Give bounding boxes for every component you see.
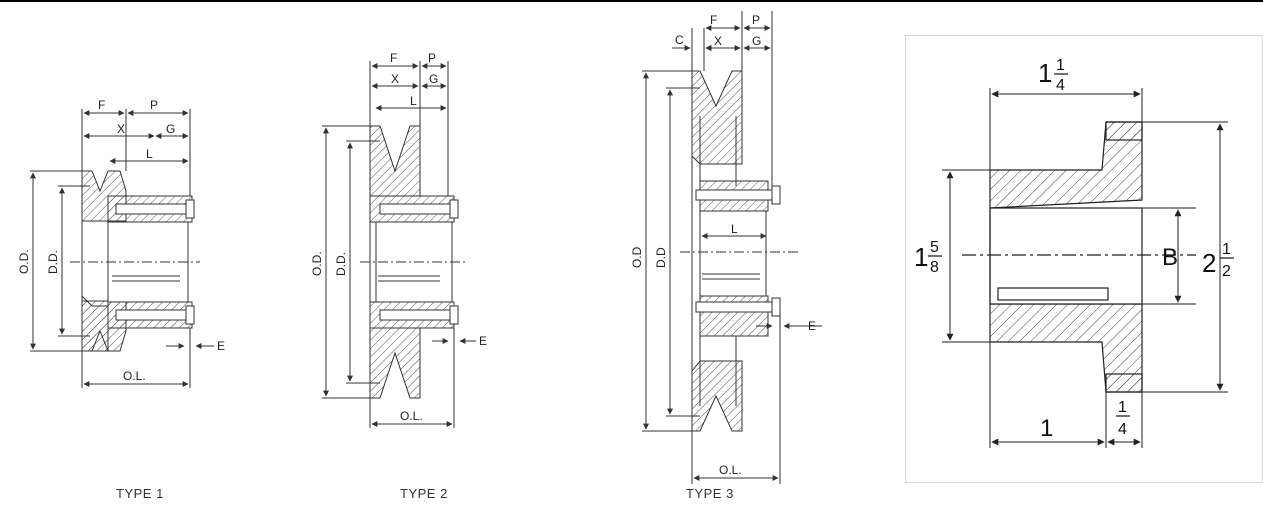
bushing-labels: 1 1 4 1 5 8 B 2 1 2 1 1 4 [914, 57, 1234, 442]
top-width-numerator: 1 [1056, 57, 1065, 74]
type3-drawing [642, 11, 822, 484]
type2-label-g: G [429, 72, 438, 86]
type1-label-dd: D.D. [46, 250, 60, 274]
type2-label-p: P [428, 51, 436, 65]
type2-label-ol: O.L. [400, 409, 423, 423]
type1-label-l: L [146, 147, 153, 161]
type1-label-g: G [166, 122, 175, 136]
flange-diameter-denominator: 2 [1222, 263, 1231, 280]
type1-label-e: E [217, 339, 225, 353]
pulley-types-drawing: F P X G L E O.L. O.D. D.D. [17, 11, 822, 484]
type3-label-ol: O.L. [719, 463, 742, 477]
type2-labels: F P X G L E O.L. O.D. D.D. [310, 51, 487, 423]
hub-diameter-denominator: 8 [930, 259, 939, 276]
type2-label-dd: D.D. [334, 252, 348, 276]
bushing-section-drawing: 1 1 4 1 5 8 B 2 1 2 1 1 4 [914, 57, 1234, 448]
type3-label-l: L [731, 222, 738, 236]
type3-label-p: P [752, 13, 760, 27]
hub-length-label: 1 [1040, 415, 1053, 442]
type3-label-e: E [808, 319, 816, 333]
bore-label: B [1162, 244, 1178, 271]
flange-width-numerator: 1 [1118, 399, 1127, 416]
type3-label-f: F [710, 13, 717, 27]
type1-label-p: P [150, 98, 158, 112]
type1-label-x: X [117, 122, 125, 136]
top-width-whole: 1 [1038, 58, 1052, 88]
type3-label-c: C [675, 33, 684, 47]
type1-label-ol: O.L. [123, 369, 146, 383]
bushing-dimensions [942, 88, 1228, 448]
flange-diameter-whole: 2 [1202, 248, 1216, 278]
type3-label-x: X [714, 34, 722, 48]
bushing-detail-panel: 1 1 4 1 5 8 B 2 1 2 1 1 4 [905, 35, 1263, 483]
bushing-outline [962, 121, 1196, 393]
type2-label-x: X [391, 72, 399, 86]
type2-caption: TYPE 2 [400, 486, 448, 501]
type2-drawing [322, 61, 476, 428]
top-width-denominator: 4 [1056, 77, 1065, 94]
type3-label-od: O.D [630, 246, 644, 268]
type1-drawing [30, 109, 214, 388]
type1-labels: F P X G L E O.L. O.D. D.D. [17, 98, 225, 383]
pulley-types-panel: F P X G L E O.L. O.D. D.D. [0, 6, 846, 503]
type3-label-dd: D.D [654, 247, 668, 268]
type2-label-od: O.D. [310, 251, 324, 276]
hub-diameter-whole: 1 [914, 242, 928, 272]
type1-label-od: O.D. [17, 249, 31, 274]
type1-label-f: F [98, 98, 105, 112]
type2-label-l: L [410, 94, 417, 108]
type3-caption: TYPE 3 [686, 486, 734, 501]
type1-caption: TYPE 1 [116, 486, 164, 501]
flange-width-denominator: 4 [1118, 421, 1127, 438]
type3-labels: C F P X G L E O.L. O.D D.D [630, 13, 816, 477]
hub-diameter-numerator: 5 [930, 239, 939, 256]
flange-diameter-numerator: 1 [1222, 241, 1231, 258]
type2-label-e: E [479, 334, 487, 348]
type2-label-f: F [390, 51, 397, 65]
top-border-line [0, 0, 1263, 2]
type3-label-g: G [752, 34, 761, 48]
